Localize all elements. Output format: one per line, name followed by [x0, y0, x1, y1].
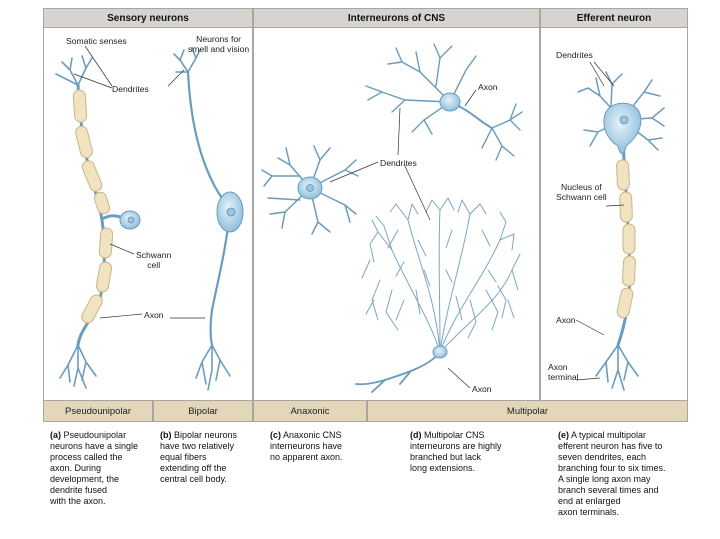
- label-axon-terminal: Axon terminal: [548, 362, 579, 382]
- caption-e: (e) A typical multipolar efferent neuron…: [558, 430, 708, 518]
- category-anaxonic: Anaxonic: [253, 400, 367, 422]
- label-dendrites-e: Dendrites: [556, 50, 593, 60]
- label-axon-e: Axon: [556, 315, 576, 325]
- cell-body-d-top: [440, 93, 460, 111]
- myelin-sheaths-e: [616, 160, 636, 319]
- cell-body-d-tree: [433, 346, 447, 358]
- axon-d: [356, 352, 440, 392]
- nucleus-b: [227, 208, 235, 216]
- label-nucleus-schwann-cell: Nucleus of Schwann cell: [556, 182, 607, 202]
- label-axon-a: Axon: [144, 310, 164, 320]
- pseudounipolar-neuron: [56, 56, 126, 388]
- nucleus-a: [128, 217, 134, 223]
- nucleus-c: [307, 185, 314, 192]
- category-pseudounipolar: Pseudounipolar: [43, 400, 153, 422]
- label-neurons-smell-vision: Neurons for smell and vision: [188, 34, 249, 54]
- caption-d: (d) Multipolar CNS interneurons are high…: [410, 430, 540, 474]
- caption-a: (a) Pseudounipolar neurons have a single…: [50, 430, 154, 507]
- nucleus-e: [620, 116, 628, 124]
- cell-body-e: [604, 103, 641, 153]
- label-axon-d: Axon: [472, 384, 492, 394]
- label-dendrites-c: Dendrites: [380, 158, 417, 168]
- myelin-sheaths-a: [73, 90, 113, 325]
- category-multipolar: Multipolar: [367, 400, 688, 422]
- caption-c: (c) Anaxonic CNS interneurons have no ap…: [270, 430, 370, 463]
- label-somatic-senses: Somatic senses: [66, 36, 127, 46]
- caption-b: (b) Bipolar neurons have two relatively …: [160, 430, 260, 485]
- label-schwann-cell: Schwann cell: [136, 250, 171, 270]
- category-bipolar: Bipolar: [153, 400, 253, 422]
- label-dendrites-a: Dendrites: [112, 84, 149, 94]
- multipolar-interneuron-tree: [362, 198, 520, 352]
- label-axon-c: Axon: [478, 82, 498, 92]
